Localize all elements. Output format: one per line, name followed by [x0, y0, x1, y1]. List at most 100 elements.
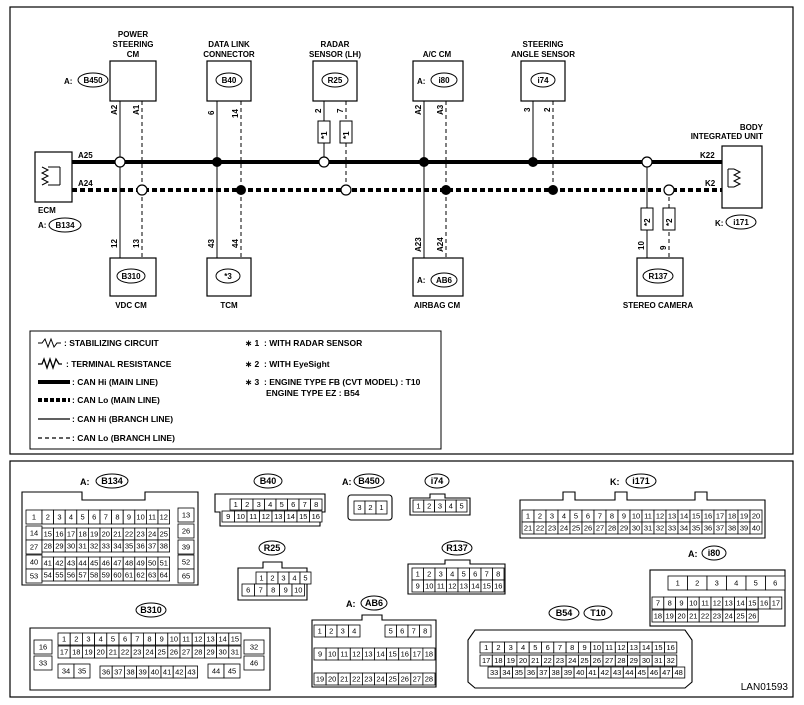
pin-number: 10 — [328, 650, 336, 659]
pin-number: 5 — [462, 570, 466, 579]
pin-number: 53 — [30, 572, 38, 581]
vdc-connector-id: B310 — [121, 272, 141, 281]
pin-number: 42 — [601, 668, 609, 677]
connector-frame — [9, 460, 794, 698]
pin-number: 22 — [125, 530, 133, 539]
i171-name: i171 — [632, 476, 650, 486]
power-steering-module: POWER STEERING CM A: B450 A2 A1 — [64, 30, 157, 190]
svg-text:A:: A: — [688, 549, 698, 559]
pin-number: 1 — [318, 627, 322, 636]
pin-number: 24 — [145, 648, 153, 657]
legend-item-stabilizing: : STABILIZING CIRCUIT — [64, 338, 160, 348]
pin-number: 16 — [494, 582, 502, 591]
pin-cell — [422, 672, 436, 686]
ps-prefix: A: — [64, 77, 72, 86]
pin-number: 33 — [668, 524, 676, 533]
pin-cell — [769, 596, 783, 610]
legend-item-can-hi-branch: : CAN Hi (BRANCH LINE) — [72, 414, 173, 424]
camera-pin-9: 9 — [659, 245, 668, 250]
pin-number: 31 — [654, 656, 662, 665]
pin-number: 19 — [740, 512, 748, 521]
pin-number: 14 — [287, 512, 295, 521]
pin-number: 11 — [182, 635, 190, 644]
pin-number: 5 — [111, 635, 115, 644]
pin-number: 4 — [521, 643, 525, 652]
ps-title-2: STEERING — [113, 40, 154, 49]
pin-cell — [33, 639, 53, 655]
pin-cell — [73, 663, 91, 679]
radar-sensor-module: RADAR SENSOR (LH) R25 2 7 *1 *1 — [309, 40, 361, 190]
pin-number: 49 — [136, 559, 144, 568]
dlc-title-2: CONNECTOR — [203, 50, 255, 59]
pin-number: 15 — [44, 530, 52, 539]
pin-number: 5 — [280, 500, 284, 509]
pin-number: 20 — [677, 612, 685, 621]
pin-number: 6 — [400, 627, 404, 636]
pin-number: 26 — [170, 648, 178, 657]
pin-number: 6 — [473, 570, 477, 579]
pin-number: 31 — [78, 542, 86, 551]
pin-number: 32 — [656, 524, 664, 533]
pin-cell — [243, 655, 265, 671]
pin-cell — [299, 571, 312, 585]
r25-name: R25 — [264, 543, 281, 553]
pin-number: 1 — [416, 502, 420, 511]
pin-number: 47 — [113, 559, 121, 568]
t10-name: T10 — [590, 608, 606, 618]
pin-number: 26 — [182, 527, 190, 536]
pin-number: 46 — [650, 668, 658, 677]
pin-number: 2 — [496, 643, 500, 652]
note-text-4: ENGINE TYPE EZ : B54 — [266, 388, 360, 398]
pin-number: 17 — [772, 599, 780, 608]
pin-number: 36 — [704, 524, 712, 533]
pin-number: 36 — [527, 668, 535, 677]
pin-number: 30 — [642, 656, 650, 665]
pin-number: 7 — [558, 643, 562, 652]
pin-number: 29 — [620, 524, 628, 533]
pin-number: 11 — [605, 643, 613, 652]
pin-number: 6 — [546, 643, 550, 652]
pin-number: 22 — [121, 648, 129, 657]
pin-number: 37 — [148, 542, 156, 551]
pin-number: 18 — [72, 648, 80, 657]
junctions — [114, 156, 675, 196]
vdc-pin-13: 13 — [132, 239, 141, 248]
radar-mark-2: *1 — [342, 131, 351, 139]
pin-number: 3 — [509, 643, 513, 652]
pin-number: 32 — [250, 643, 258, 652]
body-unit-connector-id: i171 — [733, 218, 749, 227]
pin-number: 28 — [194, 648, 202, 657]
pin-number: 9 — [582, 643, 586, 652]
body-integrated-unit: BODY INTEGRATED UNIT K22 K2 K: i171 — [691, 123, 764, 230]
pin-number: 13 — [725, 599, 733, 608]
b310-name: B310 — [140, 605, 162, 615]
radar-connector-id: R25 — [328, 76, 343, 85]
pin-cell — [243, 639, 265, 655]
pin-number: 20 — [102, 530, 110, 539]
pin-cell — [177, 568, 195, 584]
sas-title-1: STEERING — [523, 40, 564, 49]
legend-item-can-lo-branch: : CAN Lo (BRANCH LINE) — [72, 433, 175, 443]
pin-number: 34 — [62, 667, 70, 676]
pin-number: 20 — [328, 675, 336, 684]
pin-number: 4 — [352, 627, 356, 636]
pin-number: 37 — [539, 668, 547, 677]
pin-number: 10 — [170, 635, 178, 644]
dlc-connector-id: B40 — [222, 76, 237, 85]
pin-number: 26 — [401, 675, 409, 684]
ac-pin-a3: A3 — [436, 104, 445, 115]
pin-number: 3 — [281, 574, 285, 583]
pin-number: 1 — [234, 500, 238, 509]
pin-cell — [223, 663, 241, 679]
pin-number: 2 — [695, 579, 699, 588]
vdc-title: VDC CM — [115, 301, 147, 310]
pin-number: 29 — [206, 648, 214, 657]
ecm-connector-id: B134 — [55, 221, 75, 230]
camera-mark-1: *2 — [643, 218, 652, 226]
pin-number: 3 — [86, 635, 90, 644]
r137-name: R137 — [446, 543, 468, 553]
pin-number: 8 — [115, 513, 119, 522]
